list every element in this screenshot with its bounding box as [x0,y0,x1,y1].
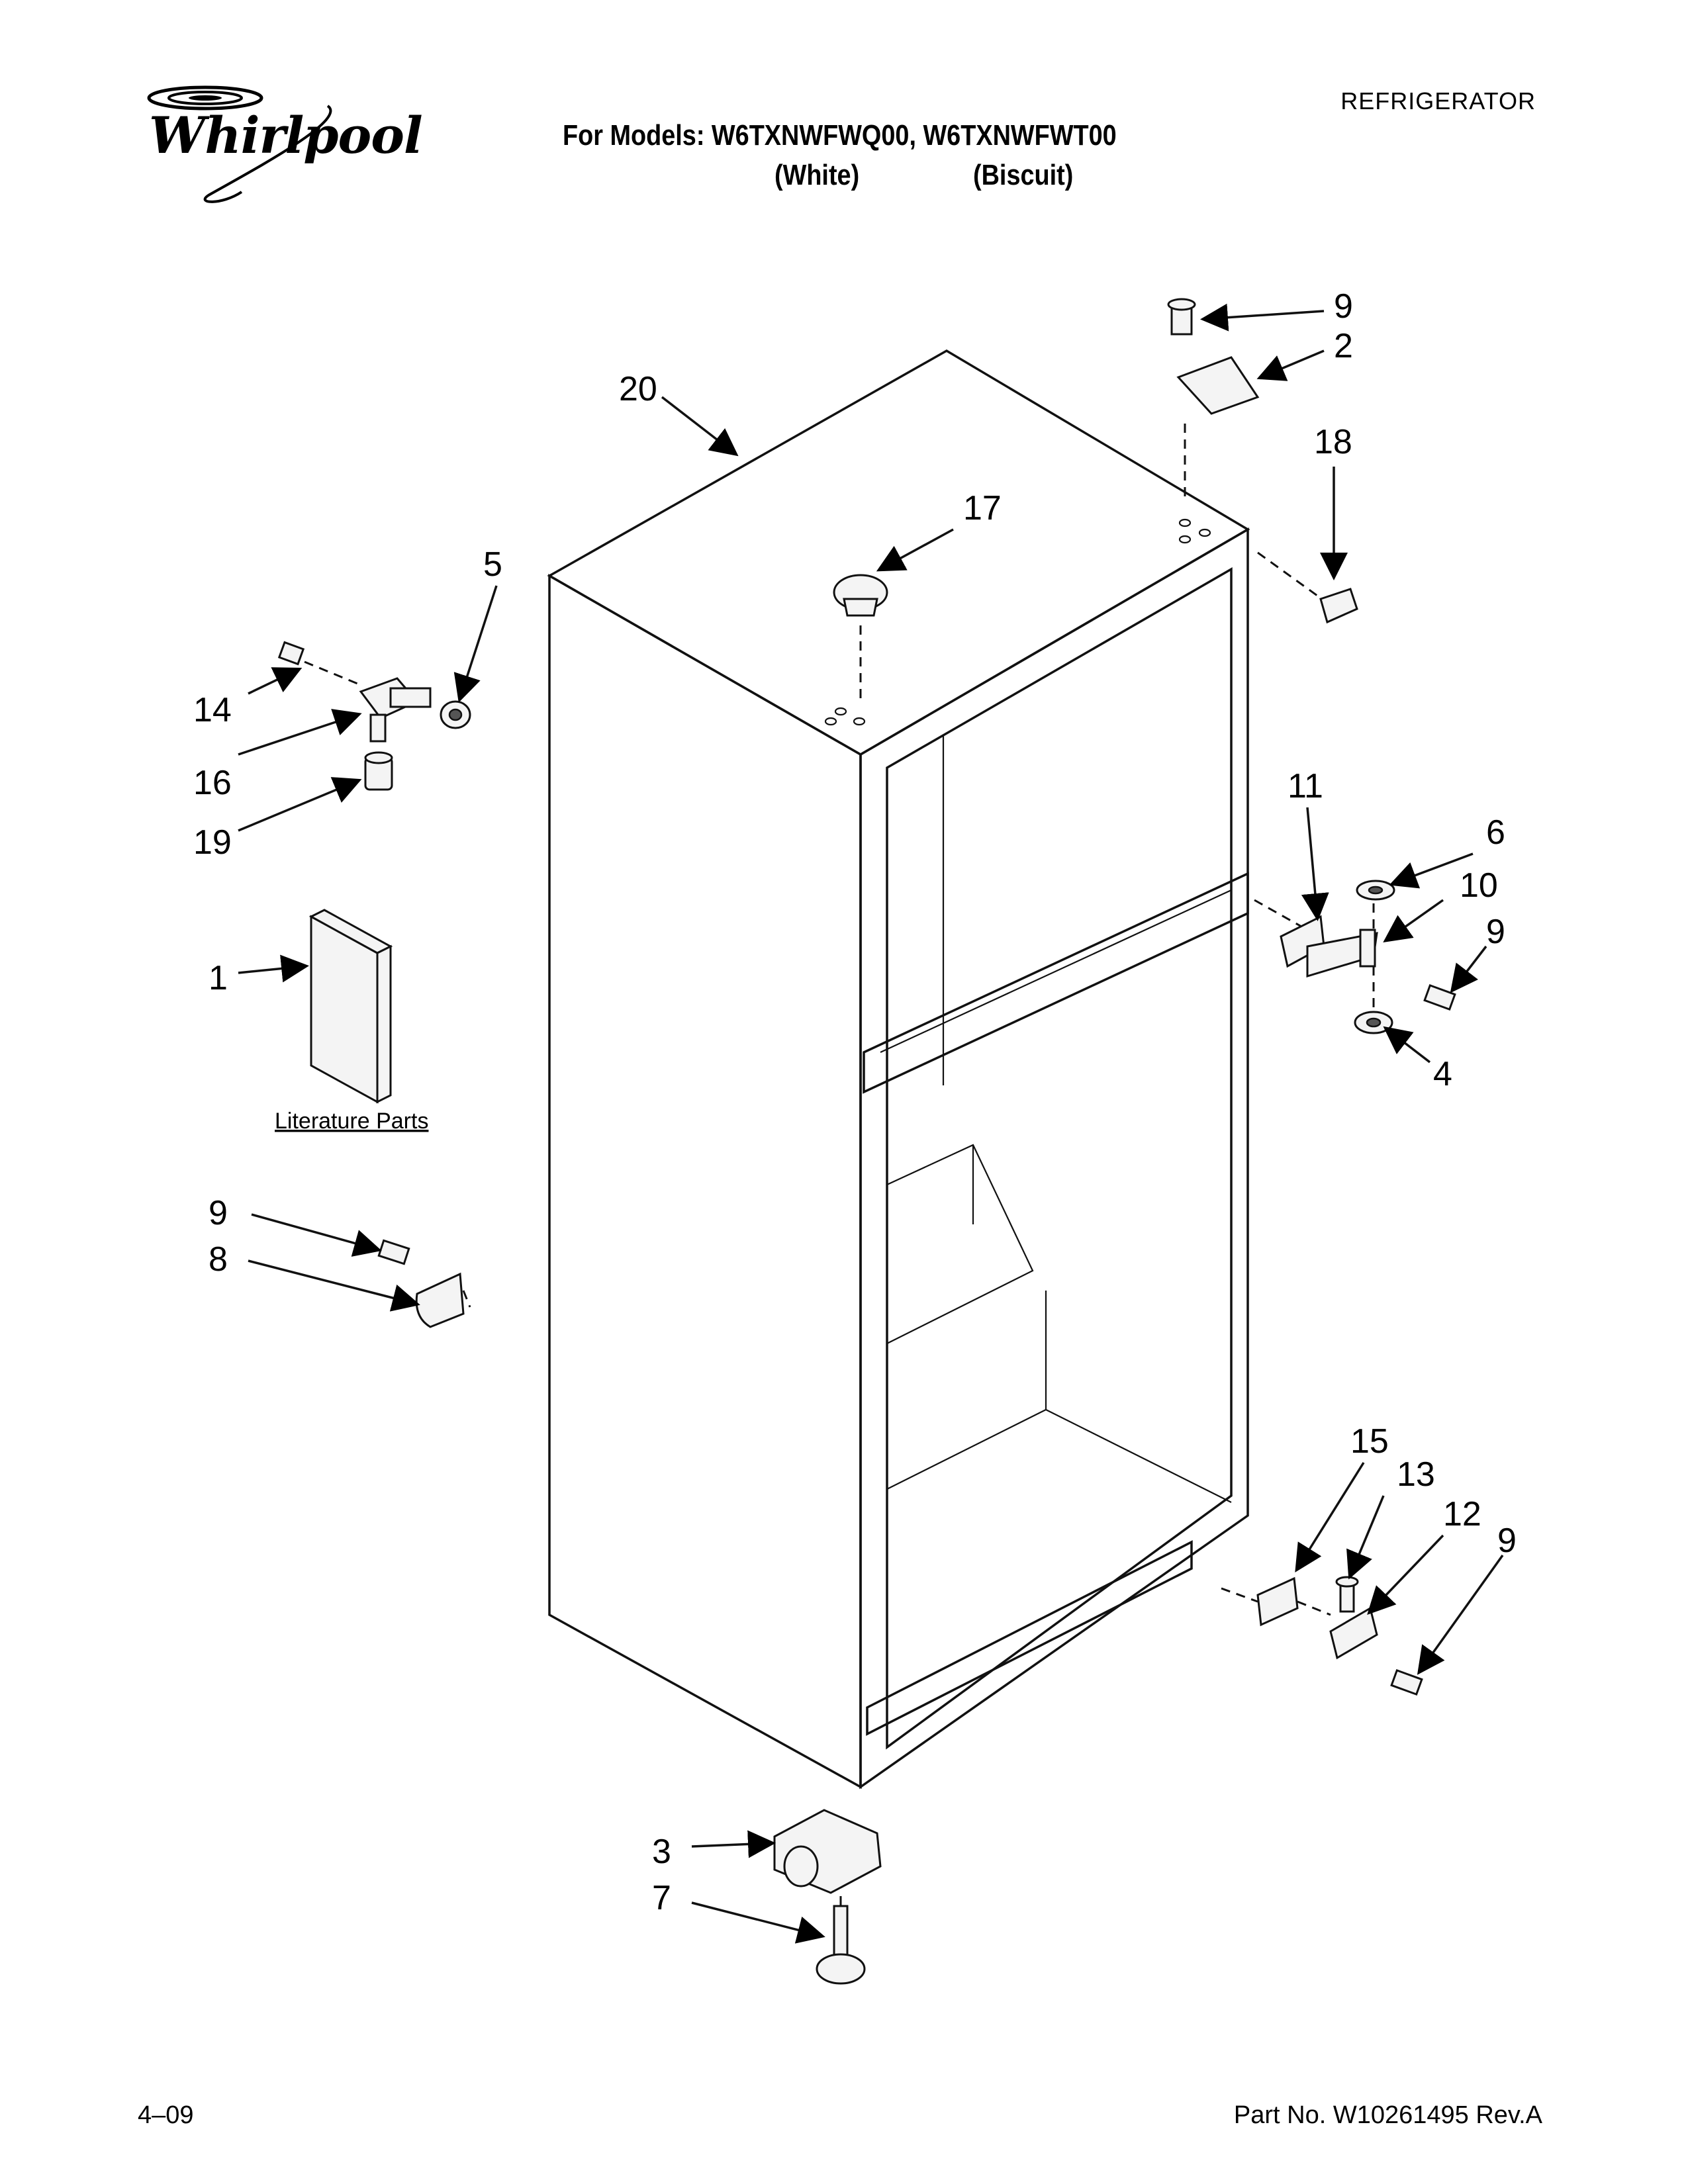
callout-9-top: 9 [1334,287,1353,326]
callout-4: 4 [1433,1055,1452,1093]
callout-8: 8 [209,1240,228,1279]
roller-and-leveling-leg [773,1809,882,1985]
callout-5: 5 [483,545,502,584]
callout-7: 7 [652,1879,671,1917]
callout-9-left: 9 [209,1194,228,1232]
callout-10: 10 [1460,866,1498,905]
callout-9-mid: 9 [1486,913,1505,951]
logo-swirl-graphic [147,85,332,203]
center-hinge-assembly [1254,880,1456,1034]
callout-13: 13 [1397,1455,1435,1494]
callout-18: 18 [1314,423,1352,461]
callout-20: 20 [619,370,657,408]
callout-6: 6 [1486,813,1505,852]
brand-name: Whirlpool [149,106,423,165]
literature-parts-label: Literature Parts [275,1109,428,1134]
callout-3: 3 [652,1833,671,1871]
top-hinge [1167,298,1260,503]
models-line: For Models: W6TXNWFWQ00, W6TXNWFWT00 [563,119,1117,152]
plug-button [833,574,888,702]
callout-9-bottom: 9 [1497,1522,1517,1560]
variant-white: (White) [774,159,860,191]
callout-15: 15 [1350,1422,1389,1461]
leader-lines [238,303,1504,1944]
callout-17: 17 [963,489,1002,527]
callout-12: 12 [1443,1495,1481,1533]
brand-logo: Whirlpool [129,79,423,215]
callout-14: 14 [193,691,232,729]
callout-11: 11 [1288,767,1323,805]
callout-19: 19 [193,823,232,862]
callout-2: 2 [1334,327,1353,365]
category-label: REFRIGERATOR [1340,87,1536,114]
footer-part-number: Part No. W10261495 Rev.A [1233,2101,1542,2129]
hinge-cover [1257,551,1358,624]
callout-16: 16 [193,764,232,802]
literature-booklet [308,909,393,1104]
variant-biscuit: (Biscuit) [973,159,1074,191]
callout-1: 1 [209,959,228,997]
handle-hinge-pin-assembly [277,641,471,791]
door-stop-bracket [377,1239,471,1328]
cabinet-shell [547,349,1250,1790]
footer-date: 4–09 [138,2101,194,2129]
bottom-hinge-assembly [1221,1576,1423,1696]
